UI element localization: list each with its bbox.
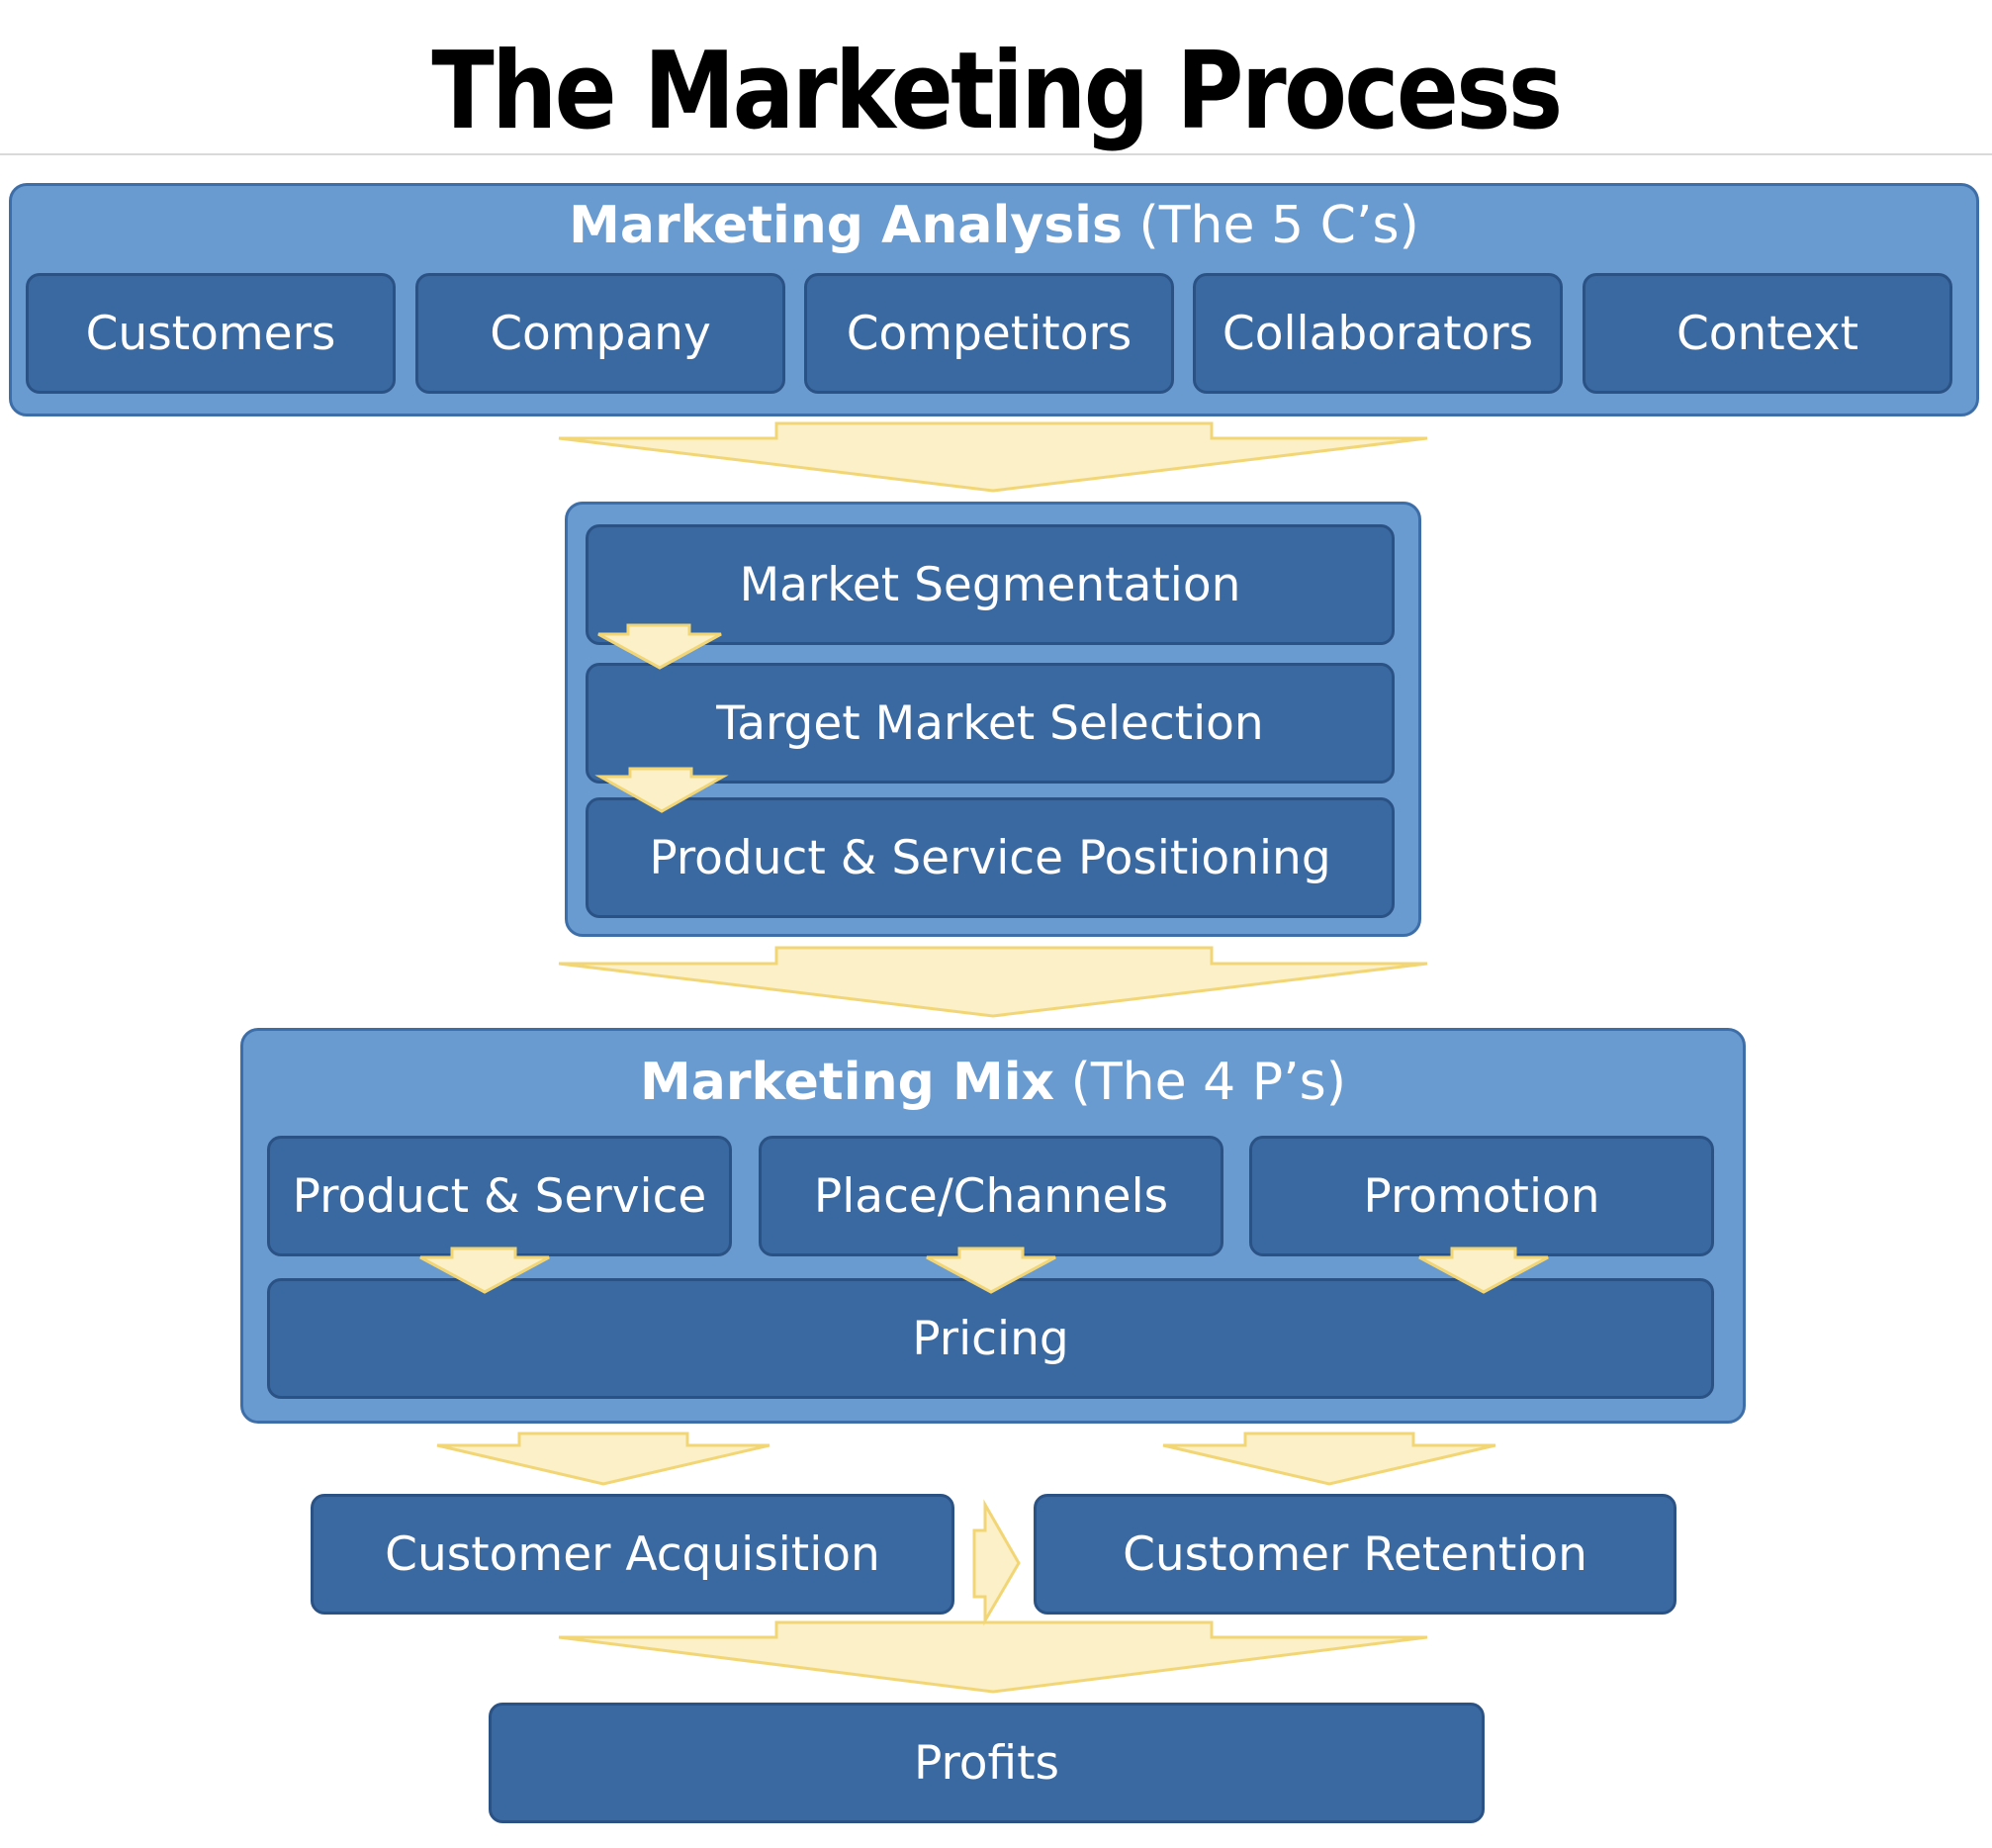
box-target-market-selection[interactable]: Target Market Selection [586,663,1395,784]
box-market-segmentation[interactable]: Market Segmentation [586,524,1395,645]
marketing-mix-title-suffix: (The 4 P’s) [1054,1053,1346,1112]
arrow-acquisition-to-retention [972,1499,1021,1626]
box-pricing[interactable]: Pricing [267,1278,1714,1399]
box-place-channels[interactable]: Place/Channels [759,1136,1223,1256]
box-context[interactable]: Context [1583,273,1952,394]
title-divider [0,153,1992,155]
arrow-mix-to-acquisition [436,1432,770,1486]
box-customer-acquisition[interactable]: Customer Acquisition [311,1494,954,1615]
box-customer-retention[interactable]: Customer Retention [1034,1494,1676,1615]
marketing-analysis-title-bold: Marketing Analysis [569,196,1123,255]
page-title: The Marketing Process [431,30,1563,153]
arrow-analysis-to-stp [558,421,1428,493]
box-profits[interactable]: Profits [489,1703,1485,1823]
marketing-analysis-title-suffix: (The 5 C’s) [1122,196,1419,255]
box-collaborators[interactable]: Collaborators [1193,273,1563,394]
arrow-outcomes-to-profits [558,1620,1428,1694]
box-competitors[interactable]: Competitors [804,273,1174,394]
box-promotion[interactable]: Promotion [1249,1136,1714,1256]
marketing-analysis-title: Marketing Analysis (The 5 C’s) [12,196,1976,255]
marketing-mix-title-bold: Marketing Mix [639,1053,1055,1112]
box-company[interactable]: Company [415,273,785,394]
box-product-service-positioning[interactable]: Product & Service Positioning [586,797,1395,918]
marketing-mix-title: Marketing Mix (The 4 P’s) [243,1053,1743,1112]
box-customers[interactable]: Customers [26,273,396,394]
arrow-mix-to-retention [1162,1432,1496,1486]
box-product-service[interactable]: Product & Service [267,1136,732,1256]
arrow-stp-to-mix [558,946,1428,1018]
